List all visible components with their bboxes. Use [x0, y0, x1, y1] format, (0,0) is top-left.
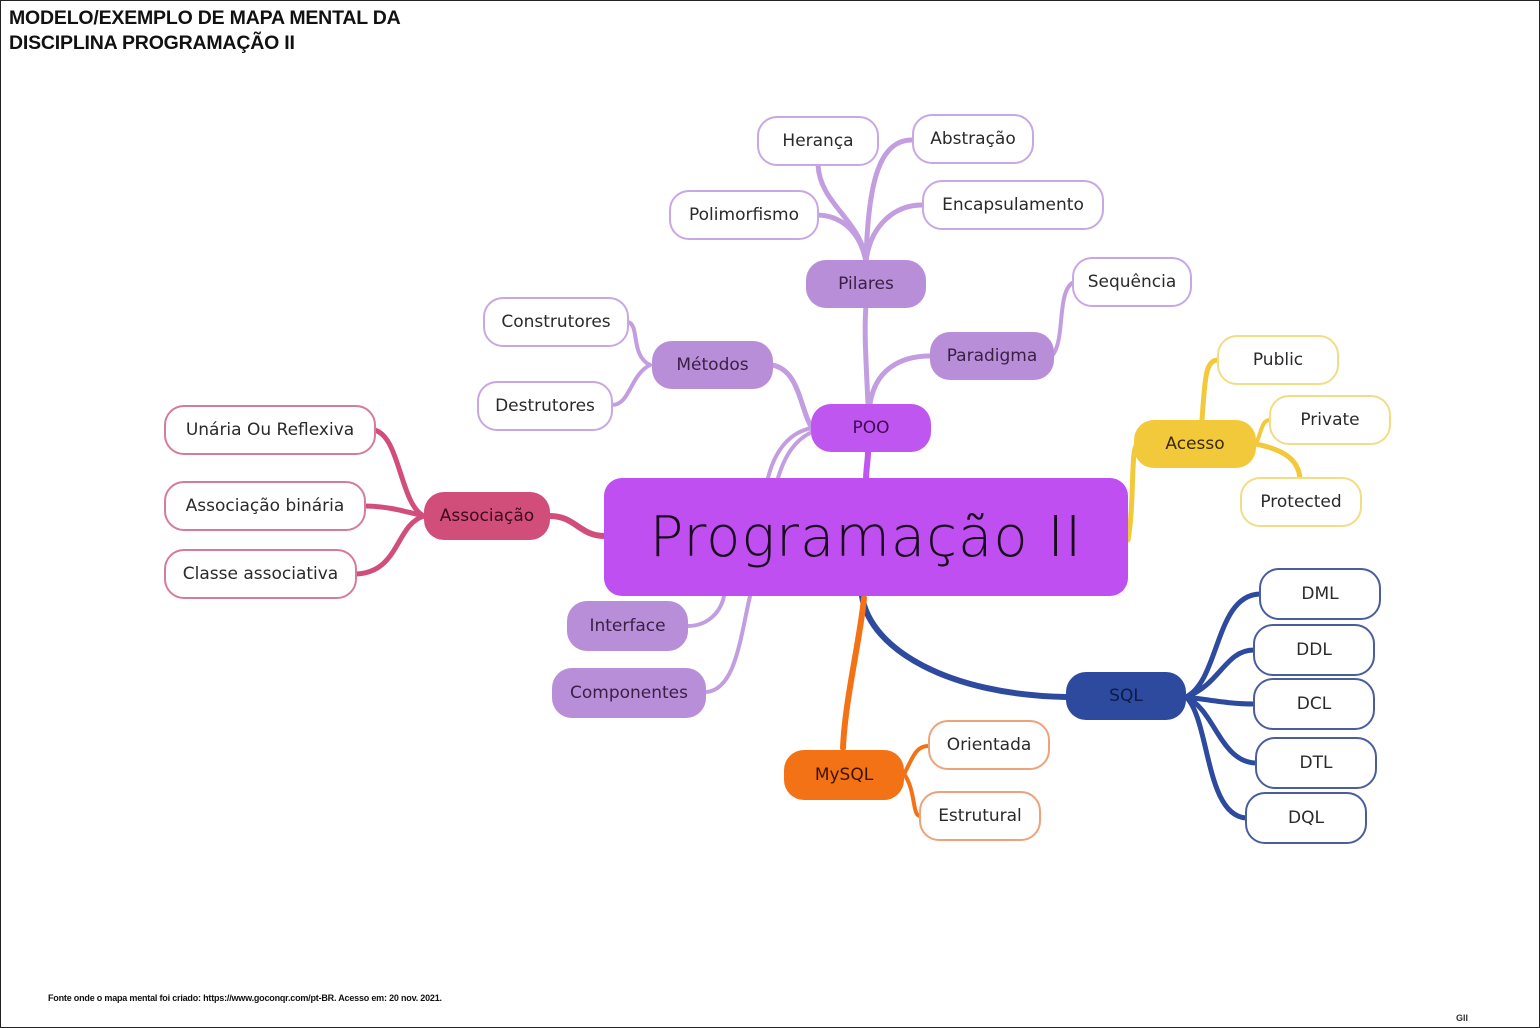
page-mark: GII: [1456, 1013, 1469, 1023]
branch-label-mysql: MySQL: [814, 765, 874, 785]
leaf-label-unaria: Unária Ou Reflexiva: [185, 420, 355, 440]
branch-node-pilares[interactable]: Pilares: [806, 260, 926, 308]
connector-center-componentes: [704, 594, 752, 694]
connector-center-interface: [686, 594, 726, 628]
leaf-node-heranca[interactable]: Herança: [757, 116, 879, 166]
branch-node-poo[interactable]: POO: [811, 404, 931, 452]
connector-paradigma-sequencia: [1050, 280, 1076, 358]
leaf-node-construtores[interactable]: Construtores: [483, 297, 629, 347]
leaf-label-dtl: DTL: [1299, 753, 1333, 773]
connector-metodos-construtores: [626, 320, 652, 367]
connector-poo-metodos: [769, 362, 815, 431]
connector-acesso-private: [1254, 418, 1272, 446]
connector-pilares-encapsulamento: [863, 202, 925, 265]
central-topic-node[interactable]: Programação II: [604, 478, 1128, 596]
leaf-label-dql: DQL: [1288, 808, 1324, 828]
leaf-node-private[interactable]: Private: [1269, 395, 1391, 445]
connector-center-poo-left-a: [766, 426, 814, 480]
leaf-label-encapsulamento: Encapsulamento: [942, 195, 1084, 215]
branch-label-sql: SQL: [1109, 686, 1143, 706]
connector-metodos-destrutores: [610, 363, 652, 407]
branch-label-poo: POO: [852, 418, 890, 438]
leaf-node-dcl[interactable]: DCL: [1253, 678, 1375, 730]
leaf-label-construtores: Construtores: [501, 312, 611, 332]
connector-center-mysql: [840, 595, 867, 751]
connector-sql-dtl: [1183, 694, 1259, 766]
branch-node-metodos[interactable]: Métodos: [652, 341, 773, 389]
branch-node-interface[interactable]: Interface: [567, 601, 688, 651]
branch-node-mysql[interactable]: MySQL: [784, 750, 904, 800]
leaf-label-classe-associativa: Classe associativa: [182, 564, 339, 584]
title-line-1: MODELO/EXEMPLO DE MAPA MENTAL DA: [9, 7, 401, 29]
branch-node-acesso[interactable]: Acesso: [1134, 420, 1256, 468]
branch-node-associacao[interactable]: Associação: [424, 492, 550, 540]
leaf-node-unaria[interactable]: Unária Ou Reflexiva: [164, 405, 376, 455]
leaf-node-estrutural[interactable]: Estrutural: [919, 791, 1041, 841]
branch-label-interface: Interface: [589, 616, 666, 636]
leaf-label-destrutores: Destrutores: [495, 396, 595, 416]
branch-node-paradigma[interactable]: Paradigma: [930, 332, 1054, 380]
source-citation: Fonte onde o mapa mental foi criado: htt…: [48, 993, 442, 1003]
connector-mysql-orientada: [902, 744, 930, 776]
leaf-label-polimorfismo: Polimorfismo: [689, 205, 799, 225]
leaf-node-orientada[interactable]: Orientada: [928, 720, 1050, 770]
branch-label-associacao: Associação: [439, 506, 535, 526]
leaf-node-public[interactable]: Public: [1217, 335, 1339, 385]
branch-node-sql[interactable]: SQL: [1066, 672, 1186, 720]
title-line-2: DISCIPLINA PROGRAMAÇÃO II: [9, 32, 295, 54]
leaf-label-estrutural: Estrutural: [938, 806, 1022, 826]
leaf-node-dtl[interactable]: DTL: [1255, 737, 1377, 789]
leaf-node-polimorfismo[interactable]: Polimorfismo: [669, 190, 819, 240]
leaf-node-classe-associativa[interactable]: Classe associativa: [164, 549, 357, 599]
connector-pilares-abstracao: [863, 137, 915, 265]
leaf-node-encapsulamento[interactable]: Encapsulamento: [922, 180, 1104, 230]
leaf-node-associacao-binaria[interactable]: Associação binária: [164, 481, 366, 531]
connector-pilares-polimorfismo: [813, 212, 869, 265]
leaf-node-dql[interactable]: DQL: [1245, 792, 1367, 844]
connector-associacao-classe: [353, 513, 427, 577]
leaf-node-abstracao[interactable]: Abstração: [912, 114, 1034, 164]
branch-label-metodos: Métodos: [676, 355, 749, 375]
leaf-node-dml[interactable]: DML: [1259, 568, 1381, 620]
connector-center-poo: [863, 449, 871, 483]
connector-center-associacao: [547, 513, 607, 539]
connector-associacao-binaria: [361, 503, 427, 519]
leaf-label-dml: DML: [1301, 584, 1339, 604]
branch-label-acesso: Acesso: [1165, 434, 1225, 454]
leaf-label-private: Private: [1300, 410, 1360, 430]
connector-poo-paradigma: [867, 353, 933, 407]
connector-sql-dql: [1183, 694, 1249, 821]
connector-center-poo-left-b: [776, 430, 814, 480]
connector-sql-ddl: [1183, 647, 1257, 700]
leaf-label-protected: Protected: [1260, 492, 1342, 512]
connector-center-sql: [859, 593, 1069, 700]
central-topic-label: Programação II: [649, 504, 1083, 570]
connector-associacao-unaria: [371, 427, 427, 519]
connector-mysql-estrutural: [902, 772, 922, 818]
leaf-node-destrutores[interactable]: Destrutores: [477, 381, 613, 431]
branch-label-pilares: Pilares: [838, 274, 894, 294]
leaf-node-protected[interactable]: Protected: [1240, 477, 1362, 527]
branch-label-componentes: Componentes: [569, 683, 688, 703]
leaf-label-abstracao: Abstração: [930, 129, 1016, 149]
leaf-label-orientada: Orientada: [946, 735, 1032, 755]
connector-sql-dml: [1183, 591, 1263, 700]
leaf-label-associacao-binaria: Associação binária: [185, 496, 345, 516]
leaf-label-heranca: Herança: [782, 131, 854, 151]
leaf-label-sequencia: Sequência: [1087, 272, 1177, 292]
branch-node-componentes[interactable]: Componentes: [552, 668, 706, 718]
leaf-label-dcl: DCL: [1296, 694, 1332, 714]
leaf-label-public: Public: [1252, 350, 1304, 370]
leaf-node-sequencia[interactable]: Sequência: [1072, 257, 1192, 307]
connector-poo-pilares: [862, 303, 871, 407]
page-title: MODELO/EXEMPLO DE MAPA MENTAL DA DISCIPL…: [9, 6, 401, 56]
leaf-label-ddl: DDL: [1296, 640, 1332, 660]
branch-label-paradigma: Paradigma: [946, 346, 1038, 366]
connector-acesso-protected: [1253, 441, 1303, 481]
connector-acesso-public: [1199, 357, 1221, 423]
leaf-node-ddl[interactable]: DDL: [1253, 624, 1375, 676]
